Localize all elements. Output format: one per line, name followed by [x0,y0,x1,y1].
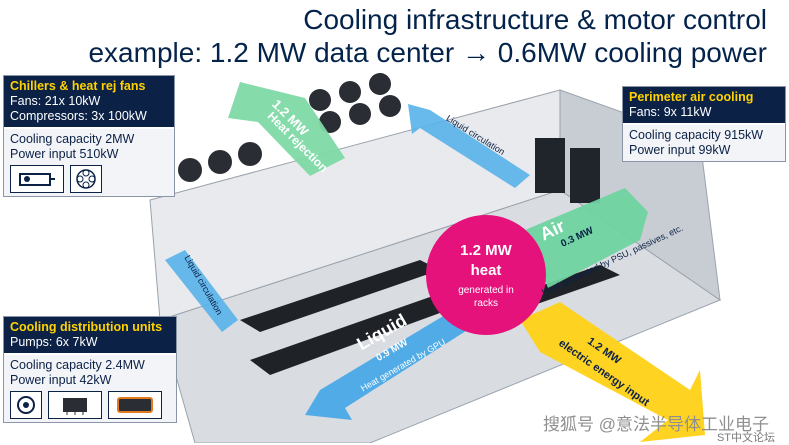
pump-icon [10,391,42,419]
electric-energy-arrow [520,302,705,442]
liquid-circulation-top-arrow [408,104,530,188]
watermark-main: 搜狐号 @意法半导体工业电子 [543,415,769,434]
center-heat: heat [470,262,502,279]
chillers-capacity: Cooling capacity 2MW [10,132,135,146]
chillers-fans: Fans: 21x 10kW [10,94,101,108]
center-value: 1.2 MW [460,242,512,259]
heat-rejection-arrow [228,82,345,176]
cdu-power: Power input 42kW [10,373,112,387]
power-module-icon [108,391,162,419]
perimeter-spec: Cooling capacity 915kW Power input 99kW [623,123,785,161]
datacenter-illustration [149,73,722,443]
liquid-arrow [305,300,480,420]
center-desc-1: generated in [458,285,514,296]
chillers-icons [10,165,168,193]
title-line-1: Cooling infrastructure & motor control [303,4,767,35]
perimeter-fans: Fans: 9x 11kW [629,105,712,119]
title-line-2: example: 1.2 MW data center → 0.6MW cool… [88,37,767,68]
chillers-panel: Chillers & heat rej fans Fans: 21x 10kW … [3,75,175,197]
perimeter-power: Power input 99kW [629,143,731,157]
air-arrow [525,188,648,288]
chip-icon [48,391,102,419]
fan-icon [70,165,102,193]
cdu-pumps: Pumps: 6x 7kW [10,335,98,349]
center-desc-2: racks [474,298,498,309]
cdu-icons [10,391,170,419]
perimeter-header: Perimeter air cooling [629,90,754,104]
chillers-header: Chillers & heat rej fans [10,79,146,93]
cdu-header: Cooling distribution units [10,320,163,334]
datacenter-scene: 1.2 MW Heat rejection Liquid circulation… [0,70,789,443]
heat-circle [426,215,546,335]
compressor-icon [10,165,64,193]
cdu-spec: Cooling capacity 2.4MW Power input 42kW [4,353,176,422]
liquid-circulation-left-arrow [165,250,238,332]
perimeter-units [535,138,600,203]
watermark-forum: ST中文论坛 [716,432,775,444]
cdu-panel: Cooling distribution units Pumps: 6x 7kW… [3,316,177,423]
chillers-compressors: Compressors: 3x 100kW [10,109,147,123]
chillers-spec: Cooling capacity 2MW Power input 510kW [4,127,174,196]
chillers-power: Power input 510kW [10,147,119,161]
perimeter-capacity: Cooling capacity 915kW [629,128,764,142]
cdu-capacity: Cooling capacity 2.4MW [10,358,145,372]
perimeter-panel: Perimeter air cooling Fans: 9x 11kW Cool… [622,86,786,162]
